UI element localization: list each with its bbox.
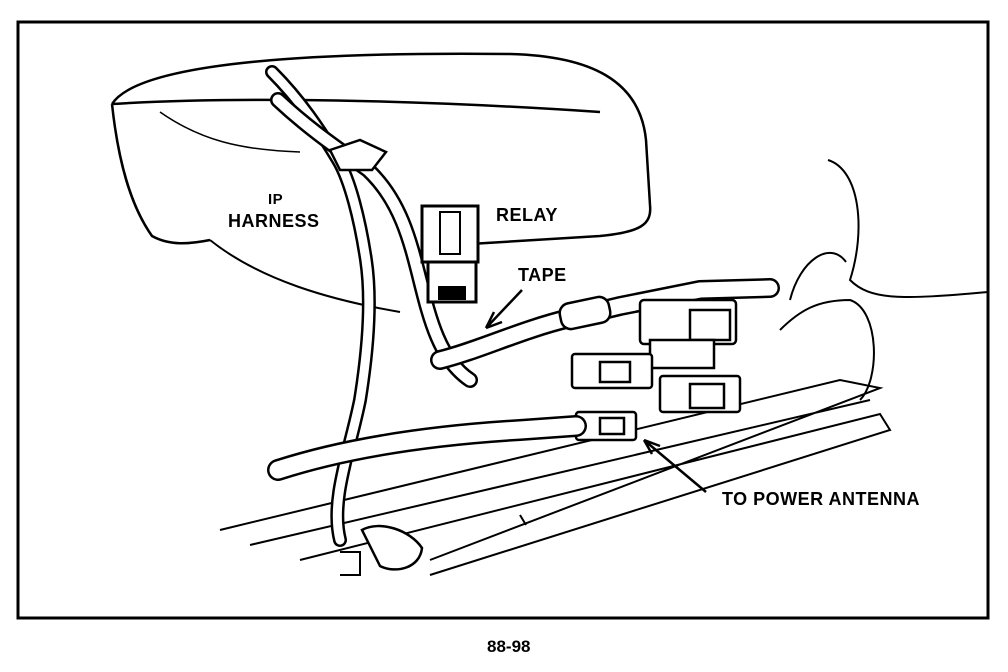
connector-group-lower: [658, 374, 742, 414]
relay-label: RELAY: [496, 205, 558, 225]
tape-wrap: [558, 295, 612, 331]
ip-label: IP: [268, 191, 284, 208]
figure-number: 88-98: [487, 637, 531, 656]
connector-group-upper: [638, 298, 738, 370]
dash-panel-inner-edge: [159, 111, 301, 153]
ip-harness-bundle-2-fill: [272, 94, 476, 386]
body-panel-right: [779, 159, 989, 401]
lower-harness-fill: [269, 417, 585, 479]
dash-panel: [110, 52, 652, 246]
connector-group-middle: [570, 352, 654, 390]
floor-bracket: [340, 514, 527, 576]
harness-label: HARNESS: [228, 211, 320, 231]
diagram-frame: [16, 20, 990, 620]
tape-arrow: [484, 289, 523, 330]
power-antenna-label: TO POWER ANTENNA: [722, 489, 921, 509]
harness-clip: [328, 138, 388, 172]
antenna-arrow: [642, 438, 707, 493]
sill-connector: [360, 524, 424, 571]
door-sill: [219, 378, 892, 576]
relay: [420, 204, 480, 304]
tape-label: TAPE: [518, 265, 567, 285]
